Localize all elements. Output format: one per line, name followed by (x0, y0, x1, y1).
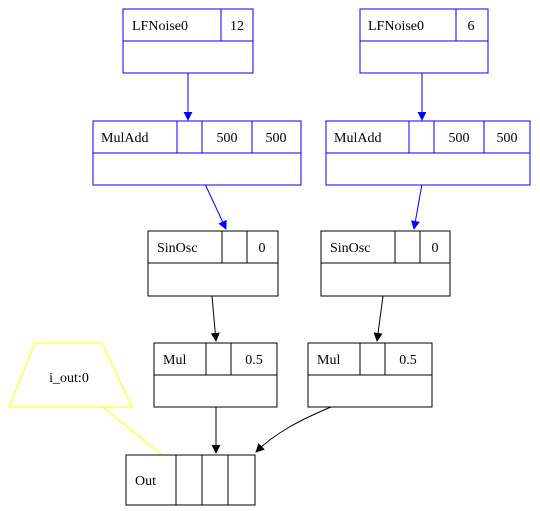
input-value: 500 (497, 131, 518, 146)
node-lfnoise-b: LFNoise0 6 (359, 8, 489, 74)
node-muladd-a: MulAdd 500 500 (92, 120, 302, 186)
node-mul-b: Mul 0.5 (307, 342, 433, 408)
node-muladd-b: MulAdd 500 500 (325, 120, 531, 186)
input-value: 0.5 (399, 353, 417, 368)
node-control-input: i_out:0 (8, 342, 133, 408)
input-value: 500 (449, 131, 470, 146)
node-label: i_out:0 (49, 371, 89, 386)
node-label: MulAdd (101, 131, 148, 146)
edge-sinosc-a-to-mul-a (210, 295, 220, 342)
node-label: SinOsc (330, 241, 370, 256)
input-value: 500 (266, 131, 287, 146)
node-label: SinOsc (157, 241, 197, 256)
input-value: 500 (217, 131, 238, 146)
input-value: 0 (432, 241, 439, 256)
node-label: LFNoise0 (368, 19, 424, 34)
input-value: 12 (230, 19, 244, 34)
node-label: Mul (317, 353, 340, 368)
node-label: Out (135, 474, 156, 489)
node-mul-a: Mul 0.5 (153, 342, 278, 408)
input-value: 6 (468, 19, 475, 34)
node-label: Mul (163, 353, 186, 368)
node-sinosc-a: SinOsc 0 (147, 230, 279, 297)
input-value: 0 (259, 241, 266, 256)
node-label: LFNoise0 (132, 19, 188, 34)
node-lfnoise-a: LFNoise0 12 (122, 8, 254, 74)
input-value: 0.5 (245, 353, 263, 368)
edge-muladd-a-to-sinosc-a (204, 183, 227, 230)
edge-muladd-b-to-sinosc-b (410, 183, 423, 230)
node-sinosc-b: SinOsc 0 (320, 230, 451, 297)
node-label: MulAdd (334, 131, 381, 146)
edge-sinosc-b-to-mul-b (373, 295, 384, 342)
edge-mul-b-to-out (255, 406, 332, 453)
node-out: Out (125, 454, 256, 506)
